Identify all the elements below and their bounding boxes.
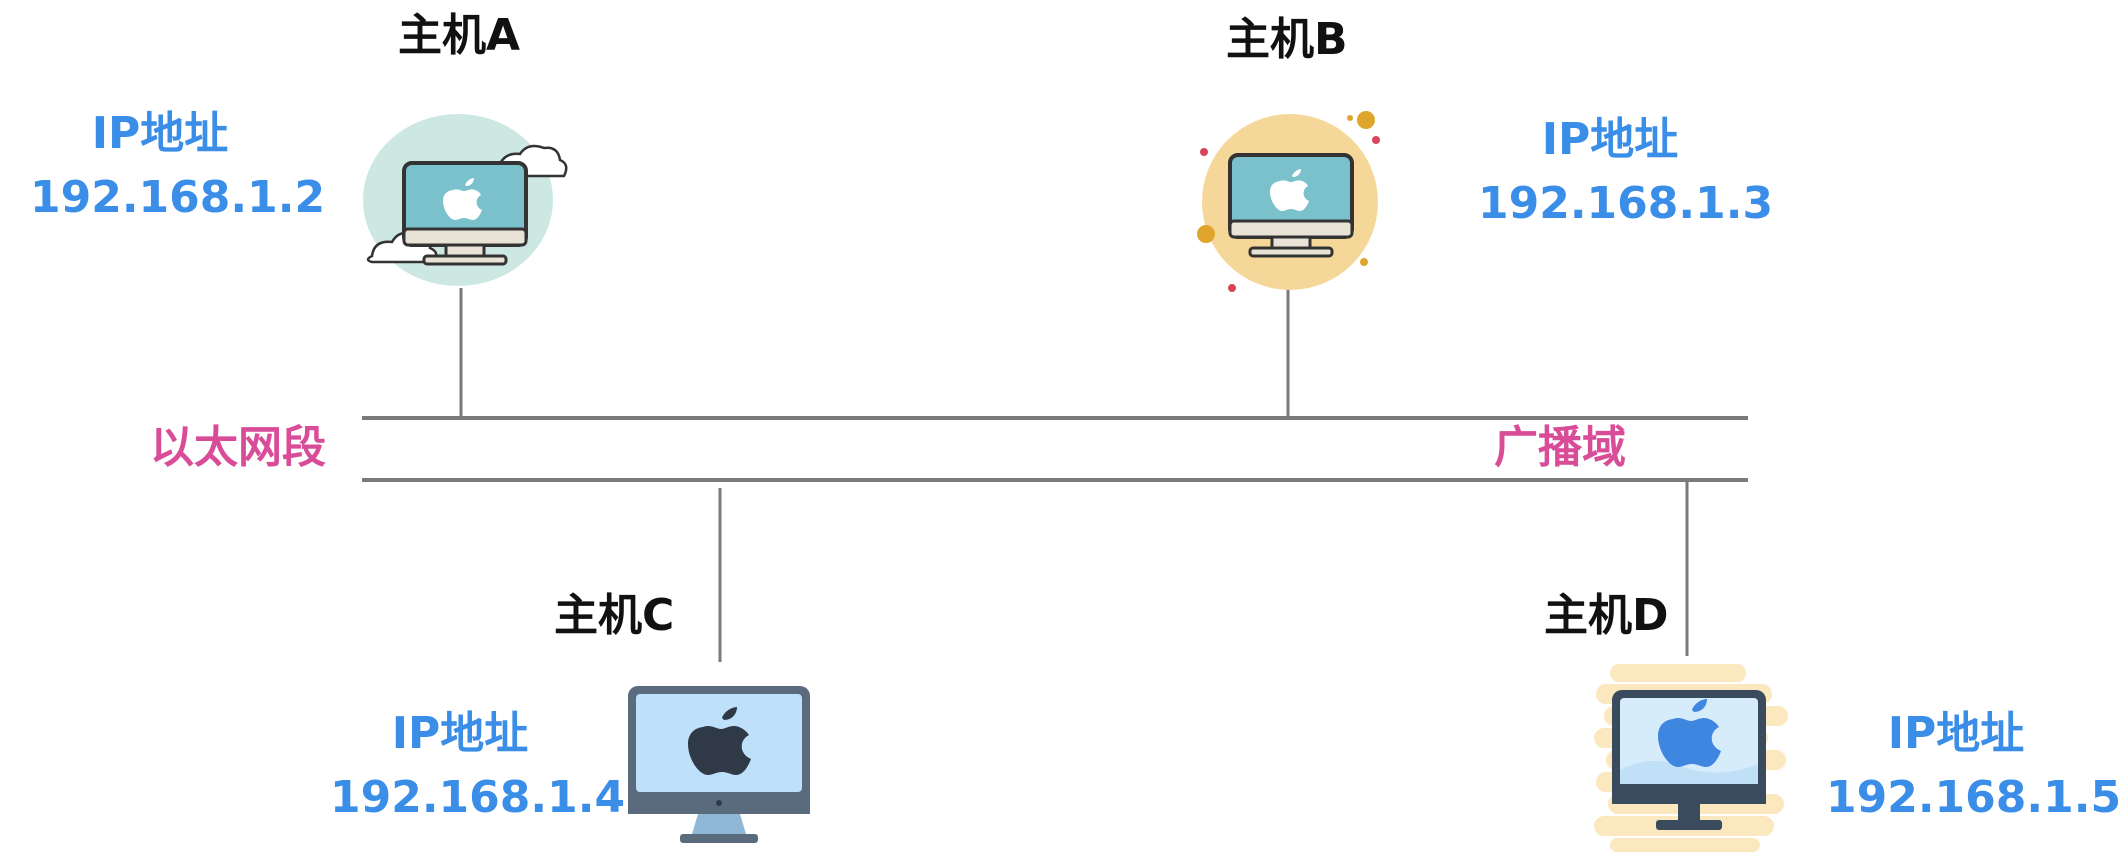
ethernet-segment-label: 以太网段 [150,422,326,473]
host-c-name: 主机C [554,590,675,641]
broadcast-domain-label: 广播域 [1494,422,1626,473]
host-b-computer-icon [1197,111,1380,292]
host-d-name: 主机D [1544,590,1669,641]
host-c-computer-icon [628,686,810,843]
host-a-name: 主机A [398,10,521,61]
host-d-ip-label: IP地址 [1887,708,2025,759]
host-b-name: 主机B [1226,14,1348,65]
host-d-ip-address: 192.168.1.5 [1826,772,2121,823]
host-a-ip-label: IP地址 [91,108,229,159]
host-a-ip-address: 192.168.1.2 [30,172,326,223]
host-b-ip-address: 192.168.1.3 [1478,178,1774,229]
host-d-computer-icon [1594,664,1788,852]
host-c-ip-label: IP地址 [391,708,529,759]
host-c-ip-address: 192.168.1.4 [330,772,626,823]
host-a-computer-icon [363,114,568,286]
host-b-ip-label: IP地址 [1541,114,1679,165]
